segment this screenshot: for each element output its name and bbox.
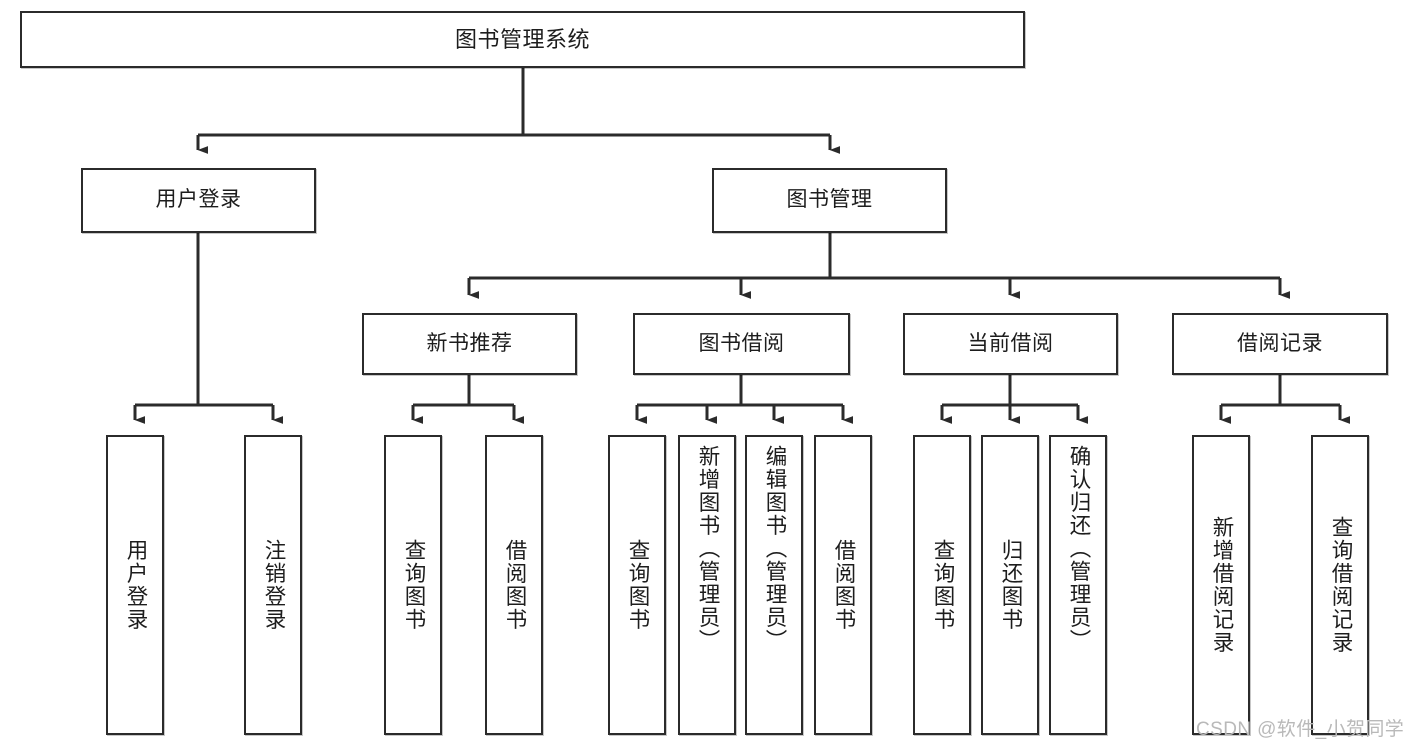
- node-current-borrow[interactable]: 当前借阅: [903, 313, 1118, 375]
- node-leaf-user-login[interactable]: 用户登录: [106, 435, 164, 735]
- node-leaf-rec-add-label: 新增借阅记录: [1209, 516, 1234, 654]
- node-leaf-borrow-edit-label: 编辑图书（管理员）: [762, 445, 787, 652]
- node-leaf-borrow-query[interactable]: 查询图书: [608, 435, 666, 735]
- node-current-borrow-label: 当前借阅: [967, 331, 1054, 355]
- node-leaf-rec-borrow-label: 借阅图书: [502, 539, 527, 631]
- node-leaf-borrow-query-label: 查询图书: [625, 539, 650, 631]
- node-leaf-rec-search[interactable]: 查询借阅记录: [1311, 435, 1369, 735]
- node-leaf-user-logout-label: 注销登录: [261, 539, 286, 631]
- node-leaf-cur-query-label: 查询图书: [930, 539, 955, 631]
- node-leaf-borrow-lend-label: 借阅图书: [831, 539, 856, 631]
- node-root[interactable]: 图书管理系统: [20, 11, 1025, 68]
- node-new-book-rec-label: 新书推荐: [426, 331, 513, 355]
- node-leaf-rec-query-label: 查询图书: [401, 539, 426, 631]
- node-new-book-rec[interactable]: 新书推荐: [362, 313, 577, 375]
- node-leaf-cur-return-label: 归还图书: [998, 539, 1023, 631]
- node-leaf-rec-query[interactable]: 查询图书: [384, 435, 442, 735]
- node-leaf-borrow-lend[interactable]: 借阅图书: [814, 435, 872, 735]
- node-leaf-rec-search-label: 查询借阅记录: [1328, 516, 1353, 654]
- node-leaf-user-login-label: 用户登录: [123, 539, 148, 631]
- node-leaf-cur-query[interactable]: 查询图书: [913, 435, 971, 735]
- node-borrow-record[interactable]: 借阅记录: [1172, 313, 1388, 375]
- csdn-watermark: CSDN @软件_小贺同学: [1196, 719, 1405, 740]
- node-book-manage[interactable]: 图书管理: [712, 168, 947, 233]
- node-user-login[interactable]: 用户登录: [81, 168, 316, 233]
- node-leaf-borrow-add-label: 新增图书（管理员）: [695, 445, 720, 652]
- node-user-login-label: 用户登录: [155, 188, 242, 212]
- node-root-label: 图书管理系统: [454, 26, 590, 52]
- node-book-borrow[interactable]: 图书借阅: [633, 313, 850, 375]
- node-leaf-borrow-edit[interactable]: 编辑图书（管理员）: [745, 435, 803, 735]
- node-leaf-borrow-add[interactable]: 新增图书（管理员）: [678, 435, 736, 735]
- node-leaf-rec-add[interactable]: 新增借阅记录: [1192, 435, 1250, 735]
- node-leaf-cur-confirm-label: 确认归还（管理员）: [1066, 445, 1091, 652]
- node-leaf-cur-confirm[interactable]: 确认归还（管理员）: [1049, 435, 1107, 735]
- node-book-manage-label: 图书管理: [786, 188, 873, 212]
- node-borrow-record-label: 借阅记录: [1237, 331, 1323, 355]
- node-book-borrow-label: 图书借阅: [698, 331, 785, 355]
- node-leaf-rec-borrow[interactable]: 借阅图书: [485, 435, 543, 735]
- node-leaf-user-logout[interactable]: 注销登录: [244, 435, 302, 735]
- node-leaf-cur-return[interactable]: 归还图书: [981, 435, 1039, 735]
